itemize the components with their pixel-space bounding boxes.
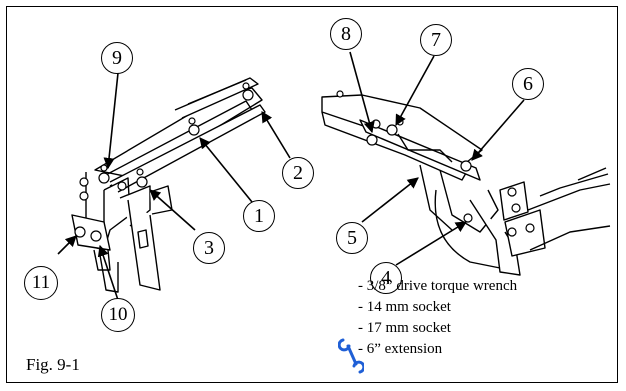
callout-3: 3 <box>193 232 225 264</box>
wrench-icon <box>338 338 364 374</box>
tool-extension: - 6” extension <box>358 341 443 357</box>
callout-5: 5 <box>336 222 368 254</box>
callout-6: 6 <box>512 68 544 100</box>
callout-10: 10 <box>101 298 135 332</box>
figure-frame <box>6 6 618 383</box>
callout-9: 9 <box>101 42 133 74</box>
callout-11: 11 <box>24 266 58 300</box>
tool-torque-wrench: - 3/8” drive torque wrench <box>358 278 518 294</box>
callout-2: 2 <box>282 157 314 189</box>
tool-14mm-socket: - 14 mm socket <box>358 299 451 315</box>
callout-1: 1 <box>243 200 275 232</box>
callout-8: 8 <box>330 18 362 50</box>
callout-4: 4 <box>370 262 402 294</box>
figure-label: Fig. 9-1 <box>26 355 80 374</box>
callout-7: 7 <box>420 24 452 56</box>
tool-17mm-socket: - 17 mm socket <box>358 320 451 336</box>
